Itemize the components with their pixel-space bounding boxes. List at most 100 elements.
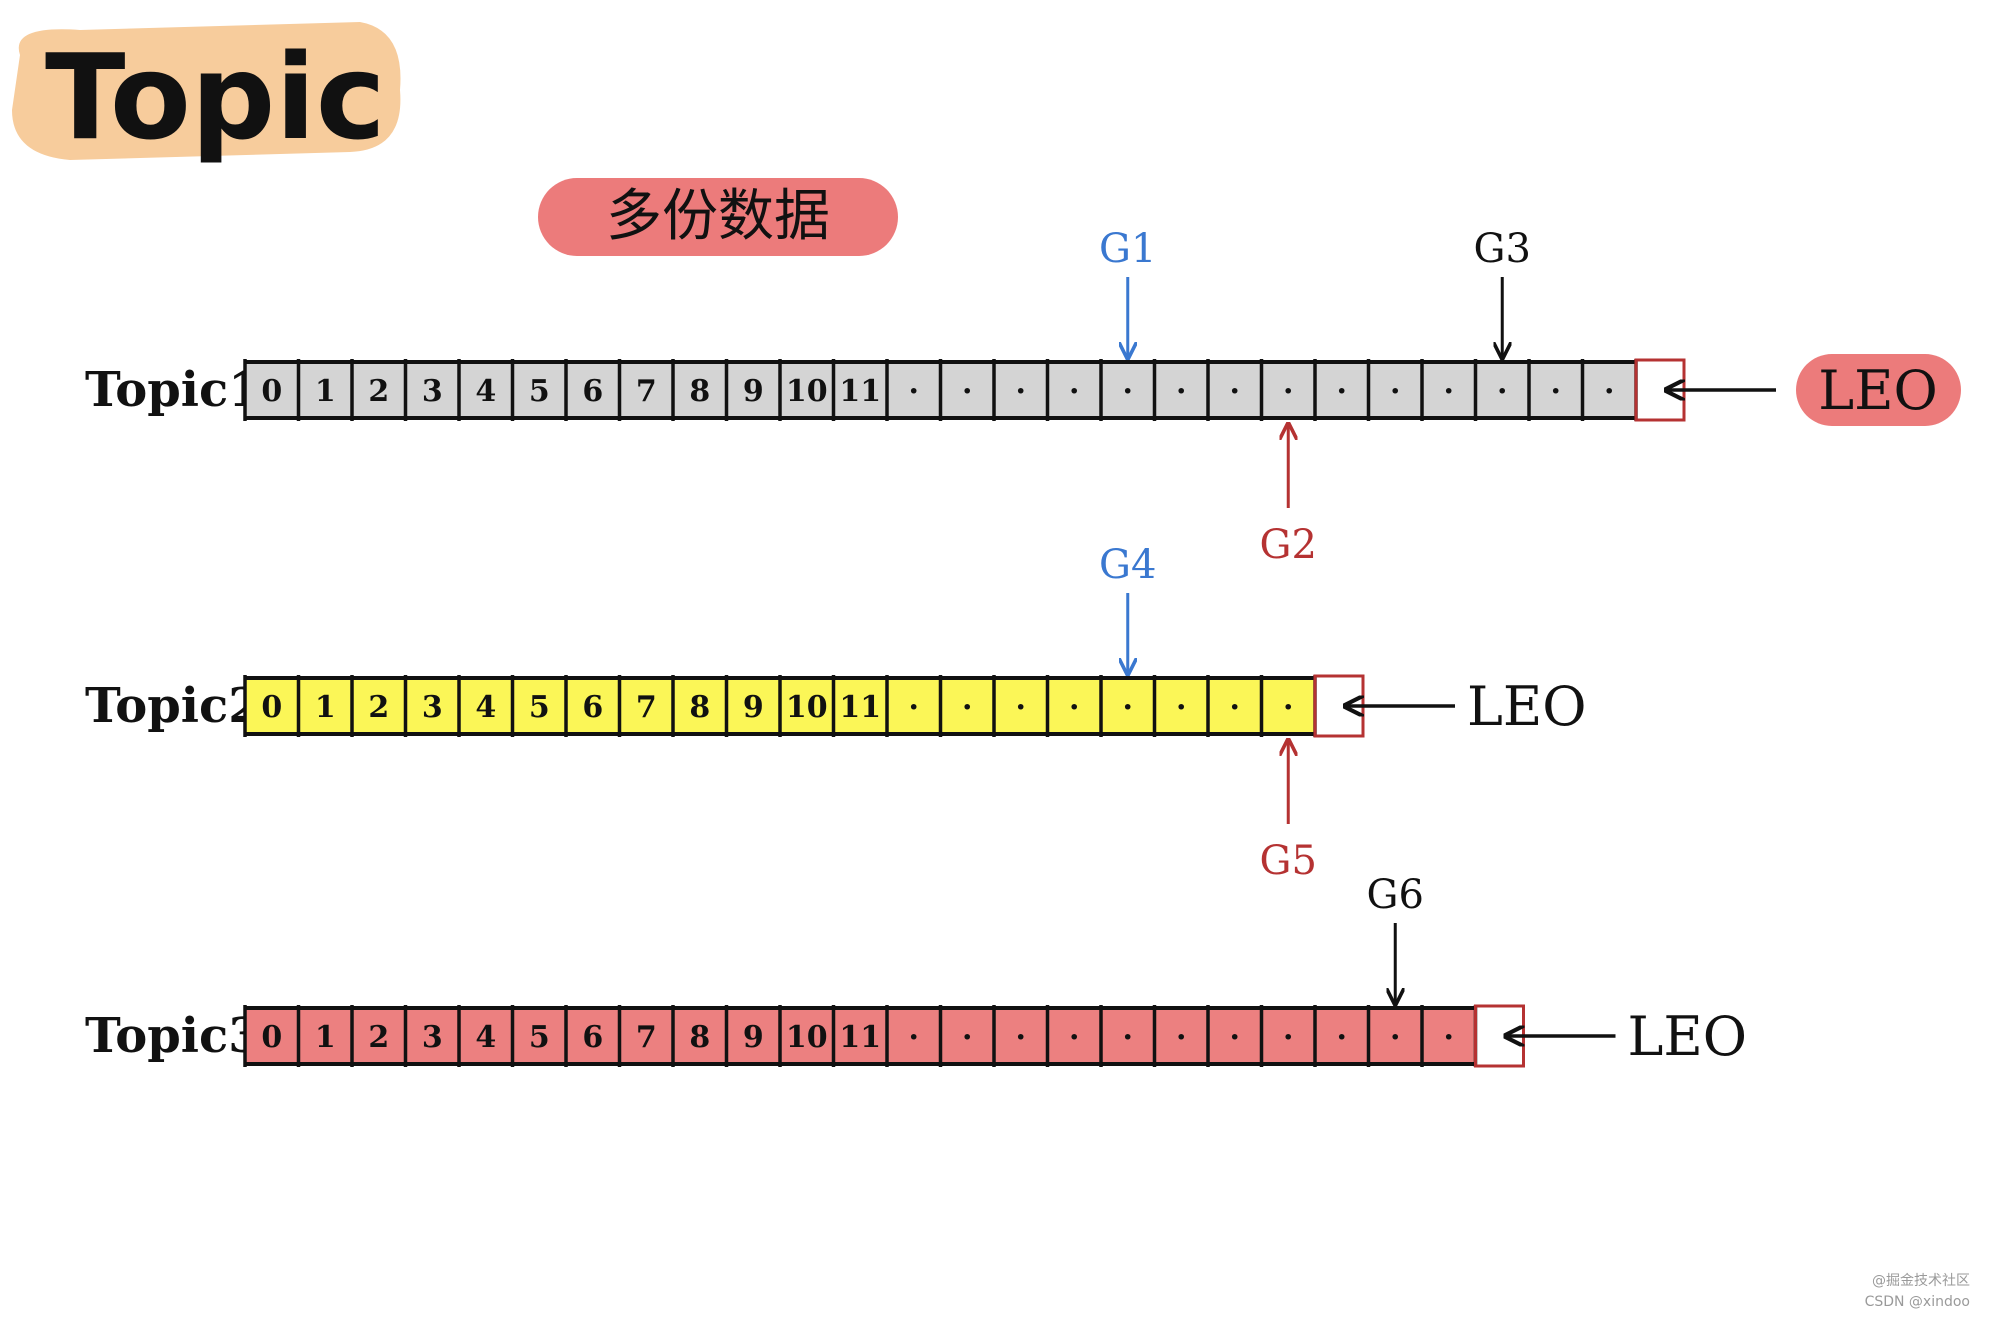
log-offset-cell: · [909,374,919,409]
pointer-label: G6 [1367,872,1424,918]
pointer-g5: G5 [1260,740,1317,884]
pointer-g6: G6 [1367,872,1424,1004]
log-offset-cell: · [1176,374,1186,409]
log-offset-cell: · [1016,374,1026,409]
log-offset-cell: 11 [839,1020,881,1055]
log-offset-cell: · [1016,1020,1026,1055]
title-highlight [12,22,401,160]
log-offset-cell: 2 [368,690,389,725]
log-offset-cell: · [1123,1020,1133,1055]
log-offset-cell: · [1176,1020,1186,1055]
subtitle-badge: 多份数据 [538,178,898,256]
log-offset-cell: 7 [636,690,657,725]
pointer-label: G2 [1260,522,1317,568]
log-offset-cell: 0 [261,374,282,409]
log-offset-cell: · [1230,374,1240,409]
log-offset-cell: · [1283,374,1293,409]
log-offset-cell: · [1337,374,1347,409]
log-offset-cell: · [1230,1020,1240,1055]
watermark-line1: @掘金技术社区 [1872,1273,1970,1289]
log-offset-cell: · [1444,1020,1454,1055]
log-offset-cell: 6 [582,1020,603,1055]
subtitle-highlight [538,178,898,256]
log-offset-cell: · [1230,690,1240,725]
log-offset-cell: 5 [529,690,550,725]
pointer-g1: G1 [1099,226,1156,358]
log-offset-cell: 3 [422,374,443,409]
log-offset-cell: · [1283,690,1293,725]
log-offset-cell: 4 [475,690,496,725]
topic-log-fill [245,1008,1476,1064]
log-offset-cell: · [1551,374,1561,409]
pointer-g4: G4 [1099,542,1156,674]
subtitle: 多份数据 [606,184,830,249]
log-offset-cell: · [1176,690,1186,725]
log-offset-cell: · [1123,374,1133,409]
leo-label: LEO [1818,359,1938,422]
log-offset-cell: · [962,1020,972,1055]
log-offset-cell: · [1604,374,1614,409]
log-offset-cell: 11 [839,690,881,725]
log-offset-cell: 4 [475,374,496,409]
log-offset-cell: · [1283,1020,1293,1055]
log-offset-cell: · [1069,690,1079,725]
watermark-line2: CSDN @xindoo [1864,1294,1970,1310]
log-offset-cell: · [1390,374,1400,409]
log-offset-cell: · [1390,1020,1400,1055]
pointer-label: G1 [1099,226,1156,272]
log-offset-cell: 11 [839,374,881,409]
log-offset-cell: 10 [786,1020,828,1055]
log-offset-cell: 1 [315,1020,336,1055]
log-offset-cell: 6 [582,690,603,725]
log-offset-cell: · [1444,374,1454,409]
log-offset-cell: · [1016,690,1026,725]
leo-label: LEO [1467,675,1587,738]
topic-label: Topic2 [85,678,262,734]
log-offset-cell: · [1069,374,1079,409]
log-offset-cell: 0 [261,690,282,725]
page-title: Topic [45,28,386,166]
log-offset-cell: 10 [786,374,828,409]
pointer-label: G3 [1474,226,1531,272]
log-offset-cell: · [1069,1020,1079,1055]
log-offset-cell: 5 [529,374,550,409]
topic-label: Topic1 [85,362,262,418]
title-badge: Topic [12,22,401,166]
log-offset-cell: 1 [315,690,336,725]
log-offset-cell: · [1337,1020,1347,1055]
log-offset-cell: 8 [689,690,710,725]
pointer-g3: G3 [1474,226,1531,358]
log-offset-cell: 10 [786,690,828,725]
log-offset-cell: 1 [315,374,336,409]
pointer-label: G5 [1260,838,1317,884]
log-offset-cell: 9 [743,1020,764,1055]
log-offset-cell: 4 [475,1020,496,1055]
log-offset-cell: · [909,690,919,725]
log-offset-cell: · [909,1020,919,1055]
log-offset-cell: 9 [743,690,764,725]
log-offset-cell: · [1497,374,1507,409]
log-offset-cell: 6 [582,374,603,409]
log-offset-cell: 2 [368,1020,389,1055]
topic-label: Topic3 [85,1008,262,1064]
log-offset-cell: 8 [689,1020,710,1055]
log-offset-cell: 7 [636,374,657,409]
leo-badge [1796,354,1961,426]
leo-label: LEO [1628,1005,1748,1068]
log-offset-cell: 0 [261,1020,282,1055]
log-offset-cell: 2 [368,374,389,409]
log-offset-cell: 9 [743,374,764,409]
pointer-g2: G2 [1260,424,1317,568]
log-offset-cell: 5 [529,1020,550,1055]
pointer-label: G4 [1099,542,1156,588]
log-offset-cell: 3 [422,1020,443,1055]
log-offset-cell: 8 [689,374,710,409]
log-offset-cell: 7 [636,1020,657,1055]
